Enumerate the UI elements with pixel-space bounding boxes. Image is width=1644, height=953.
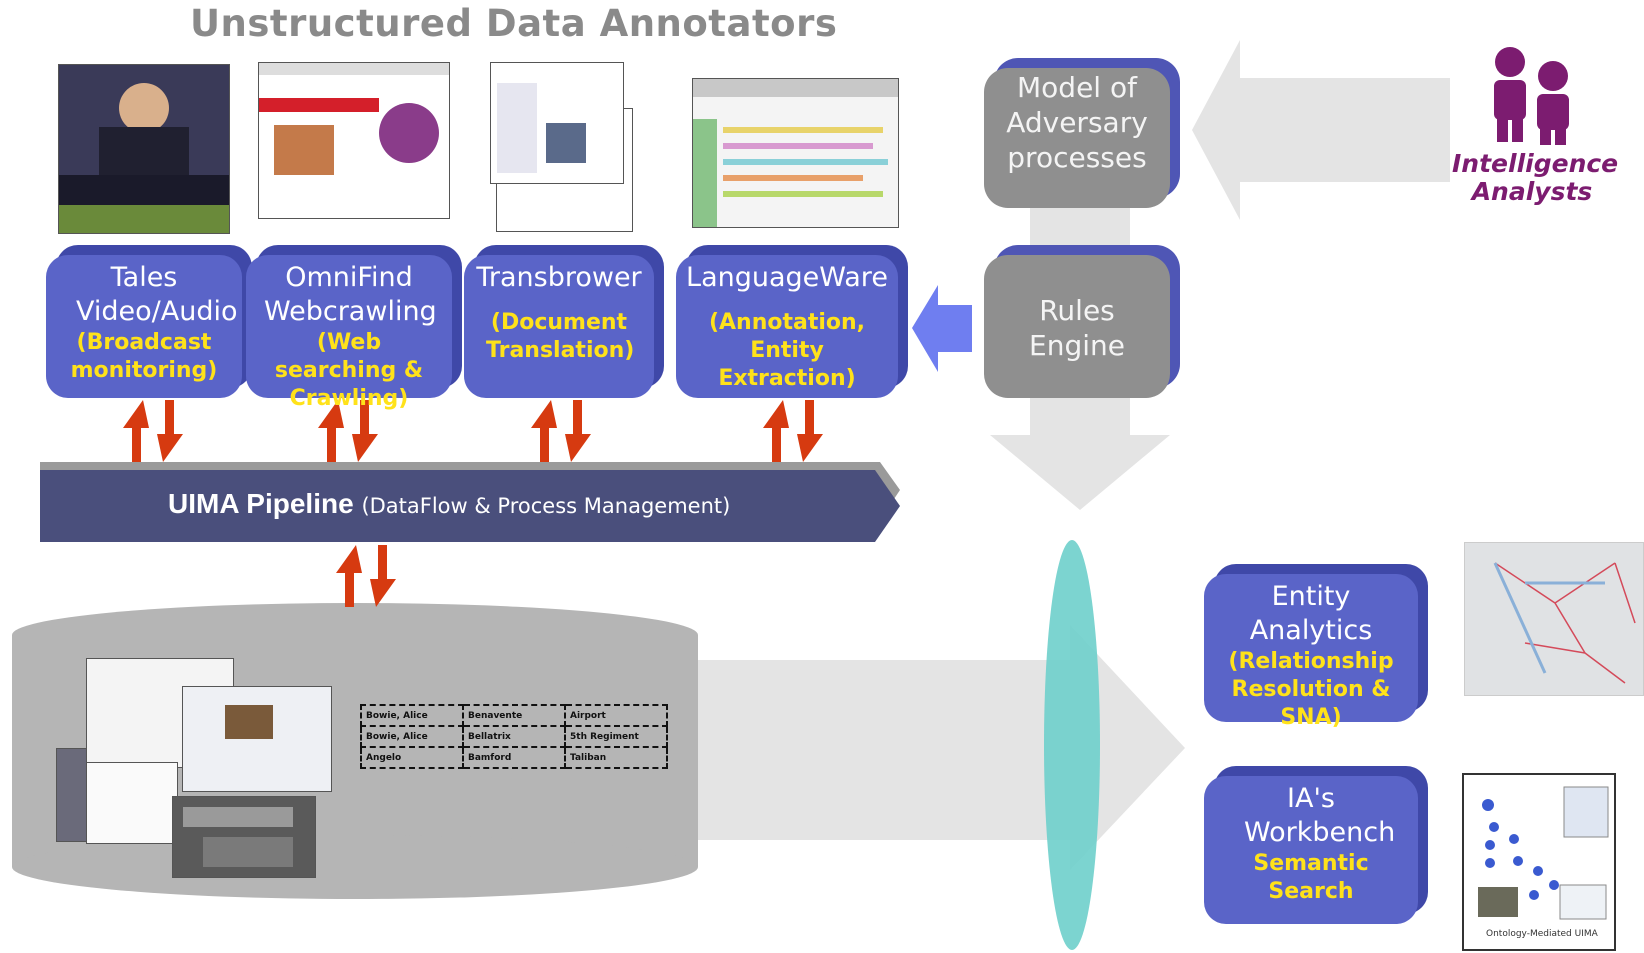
web-thumbnail — [258, 62, 450, 219]
repo-sidebar-thumb — [56, 748, 88, 842]
pipeline-label-wrap: UIMA Pipeline (DataFlow & Process Manage… — [168, 488, 730, 520]
annotator-name: Transbrower — [476, 262, 642, 293]
exchange-arrows — [123, 400, 823, 607]
workbench-box: IA's Workbench Semantic Search — [1204, 776, 1418, 924]
annotator-detail: (Broadcast monitoring) — [70, 330, 218, 383]
network-graph-icon — [1493, 562, 1636, 684]
table-cell: Bellatrix — [462, 725, 566, 748]
entity-name: Entity Analytics — [1249, 581, 1373, 646]
rules-to-annotators-arrow — [912, 285, 972, 372]
workbench-thumb: Ontology-Mediated UIMA — [1462, 773, 1616, 951]
ontology-graph-icon — [1478, 786, 1609, 920]
annotator-name: Tales Video/Audio — [76, 262, 238, 327]
annotator-transbrower: Transbrower (Document Translation) — [464, 255, 654, 398]
workbench-caption: Ontology-Mediated UIMA — [1486, 929, 1598, 939]
table-row: Bowie, Alice Bellatrix 5th Regiment — [360, 725, 668, 748]
workbench-detail: Semantic Search — [1253, 851, 1369, 904]
analysts-label: Intelligence Analysts — [1452, 149, 1619, 206]
annotator-name: OmniFind Webcrawling — [264, 262, 437, 327]
repo-photo-thumb — [182, 686, 332, 792]
integration-lens — [1044, 540, 1100, 950]
annotator-name: LanguageWare — [686, 262, 888, 293]
rules-box-label: Rules Engine — [1029, 294, 1125, 362]
annotator-tales: Tales Video/Audio (Broadcast monitoring) — [46, 255, 242, 398]
entity-detail: (Relationship Resolution & SNA) — [1228, 649, 1394, 730]
repo-aerial-thumb — [172, 796, 316, 878]
analyst-input-arrow — [1192, 40, 1450, 220]
annotation-thumbnail — [692, 78, 899, 228]
pipeline-label: UIMA Pipeline — [168, 488, 354, 519]
table-cell: Taliban — [564, 746, 668, 769]
page-title: Unstructured Data Annotators — [190, 2, 838, 45]
annotator-detail: (Web searching & Crawling) — [274, 330, 424, 411]
table-row: Bowie, Alice Benavente Airport — [360, 704, 668, 727]
entity-analytics-box: Entity Analytics (Relationship Resolutio… — [1204, 574, 1418, 730]
workbench-name: IA's Workbench — [1244, 783, 1396, 848]
video-thumbnail — [58, 64, 230, 234]
annotator-detail: (Annotation, Entity Extraction) — [708, 310, 866, 391]
annotator-omnifind: OmniFind Webcrawling (Web searching & Cr… — [246, 255, 452, 411]
table-cell: Airport — [564, 704, 668, 727]
model-box: Model of Adversary processes — [984, 68, 1170, 208]
document-thumbnail-front — [490, 62, 624, 184]
table-cell: 5th Regiment — [564, 725, 668, 748]
rules-box: Rules Engine — [984, 255, 1170, 398]
table-cell: Bamford — [462, 746, 566, 769]
annotator-languageware: LanguageWare (Annotation, Entity Extract… — [676, 255, 898, 398]
table-row: Angelo Bamford Taliban — [360, 746, 668, 769]
annotator-detail: (Document Translation) — [486, 310, 635, 363]
table-cell: Angelo — [360, 746, 464, 769]
pipeline-sublabel: (DataFlow & Process Management) — [361, 494, 731, 518]
network-graph-thumb — [1464, 542, 1644, 696]
table-cell: Benavente — [462, 704, 566, 727]
table-cell: Bowie, Alice — [360, 725, 464, 748]
repository-output-arrow — [690, 625, 1185, 870]
table-cell: Bowie, Alice — [360, 704, 464, 727]
analysts-icon — [1494, 47, 1569, 145]
repository-data-table: Bowie, Alice Benavente Airport Bowie, Al… — [360, 704, 668, 769]
repo-doc-thumb-2 — [86, 762, 178, 844]
pipeline-bar — [40, 470, 900, 542]
repository-bottom — [12, 835, 698, 899]
model-box-label: Model of Adversary processes — [1006, 71, 1148, 174]
